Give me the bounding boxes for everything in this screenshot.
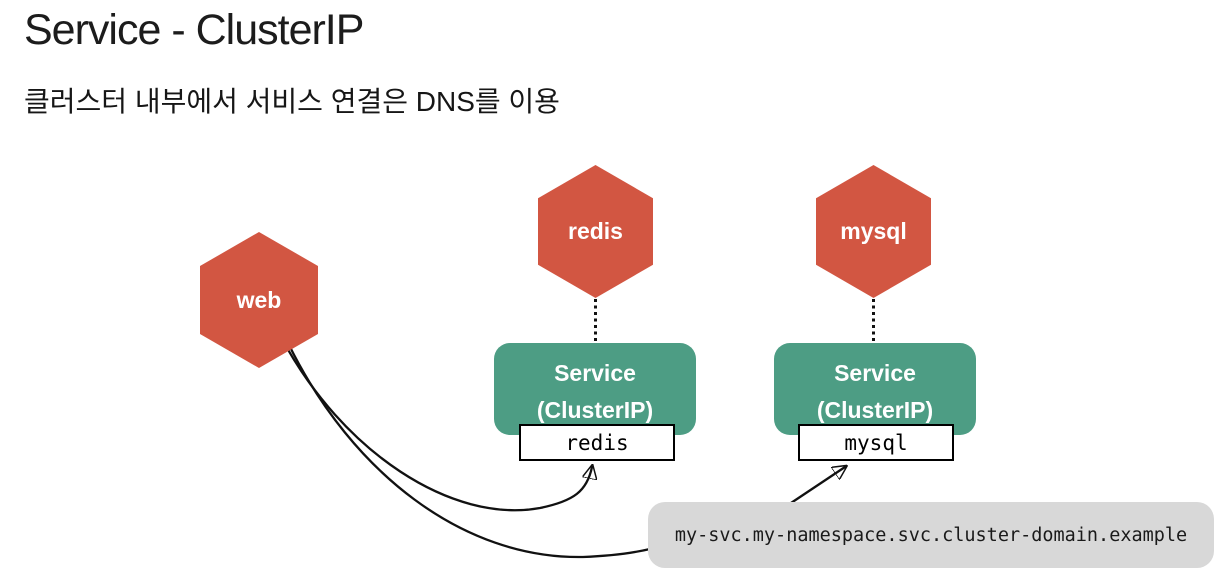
slide-subtitle: 클러스터 내부에서 서비스 연결은 DNS를 이용 — [24, 86, 560, 117]
service-mysql-type: (ClusterIP) — [816, 397, 934, 423]
service-name-label-mysql: mysql — [844, 430, 908, 455]
pod-label-redis: redis — [568, 218, 623, 244]
pod-hexagon-redis: redis — [538, 165, 653, 298]
service-name-box-redis: redis — [519, 424, 675, 461]
dns-name-text: my-svc.my-namespace.svc.cluster-domain.e… — [674, 524, 1188, 546]
line-web-to-dns-box — [287, 343, 652, 559]
service-box-redis: Service (ClusterIP) — [494, 343, 696, 435]
service-redis-title: Service — [554, 360, 636, 386]
service-name-label-redis: redis — [565, 430, 629, 455]
arrow-dns-box-to-mysql-service — [789, 467, 845, 505]
service-box-mysql: Service (ClusterIP) — [774, 343, 976, 435]
pod-hexagon-mysql: mysql — [816, 165, 931, 298]
slide-title: Service - ClusterIP — [24, 6, 364, 54]
pod-label-mysql: mysql — [840, 218, 907, 244]
service-redis-type: (ClusterIP) — [536, 397, 654, 423]
dns-name-box: my-svc.my-namespace.svc.cluster-domain.e… — [648, 502, 1214, 568]
arrow-web-to-redis-service — [279, 335, 592, 512]
pod-label-web: web — [236, 286, 282, 313]
service-name-box-mysql: mysql — [798, 424, 954, 461]
service-mysql-title: Service — [834, 360, 916, 386]
